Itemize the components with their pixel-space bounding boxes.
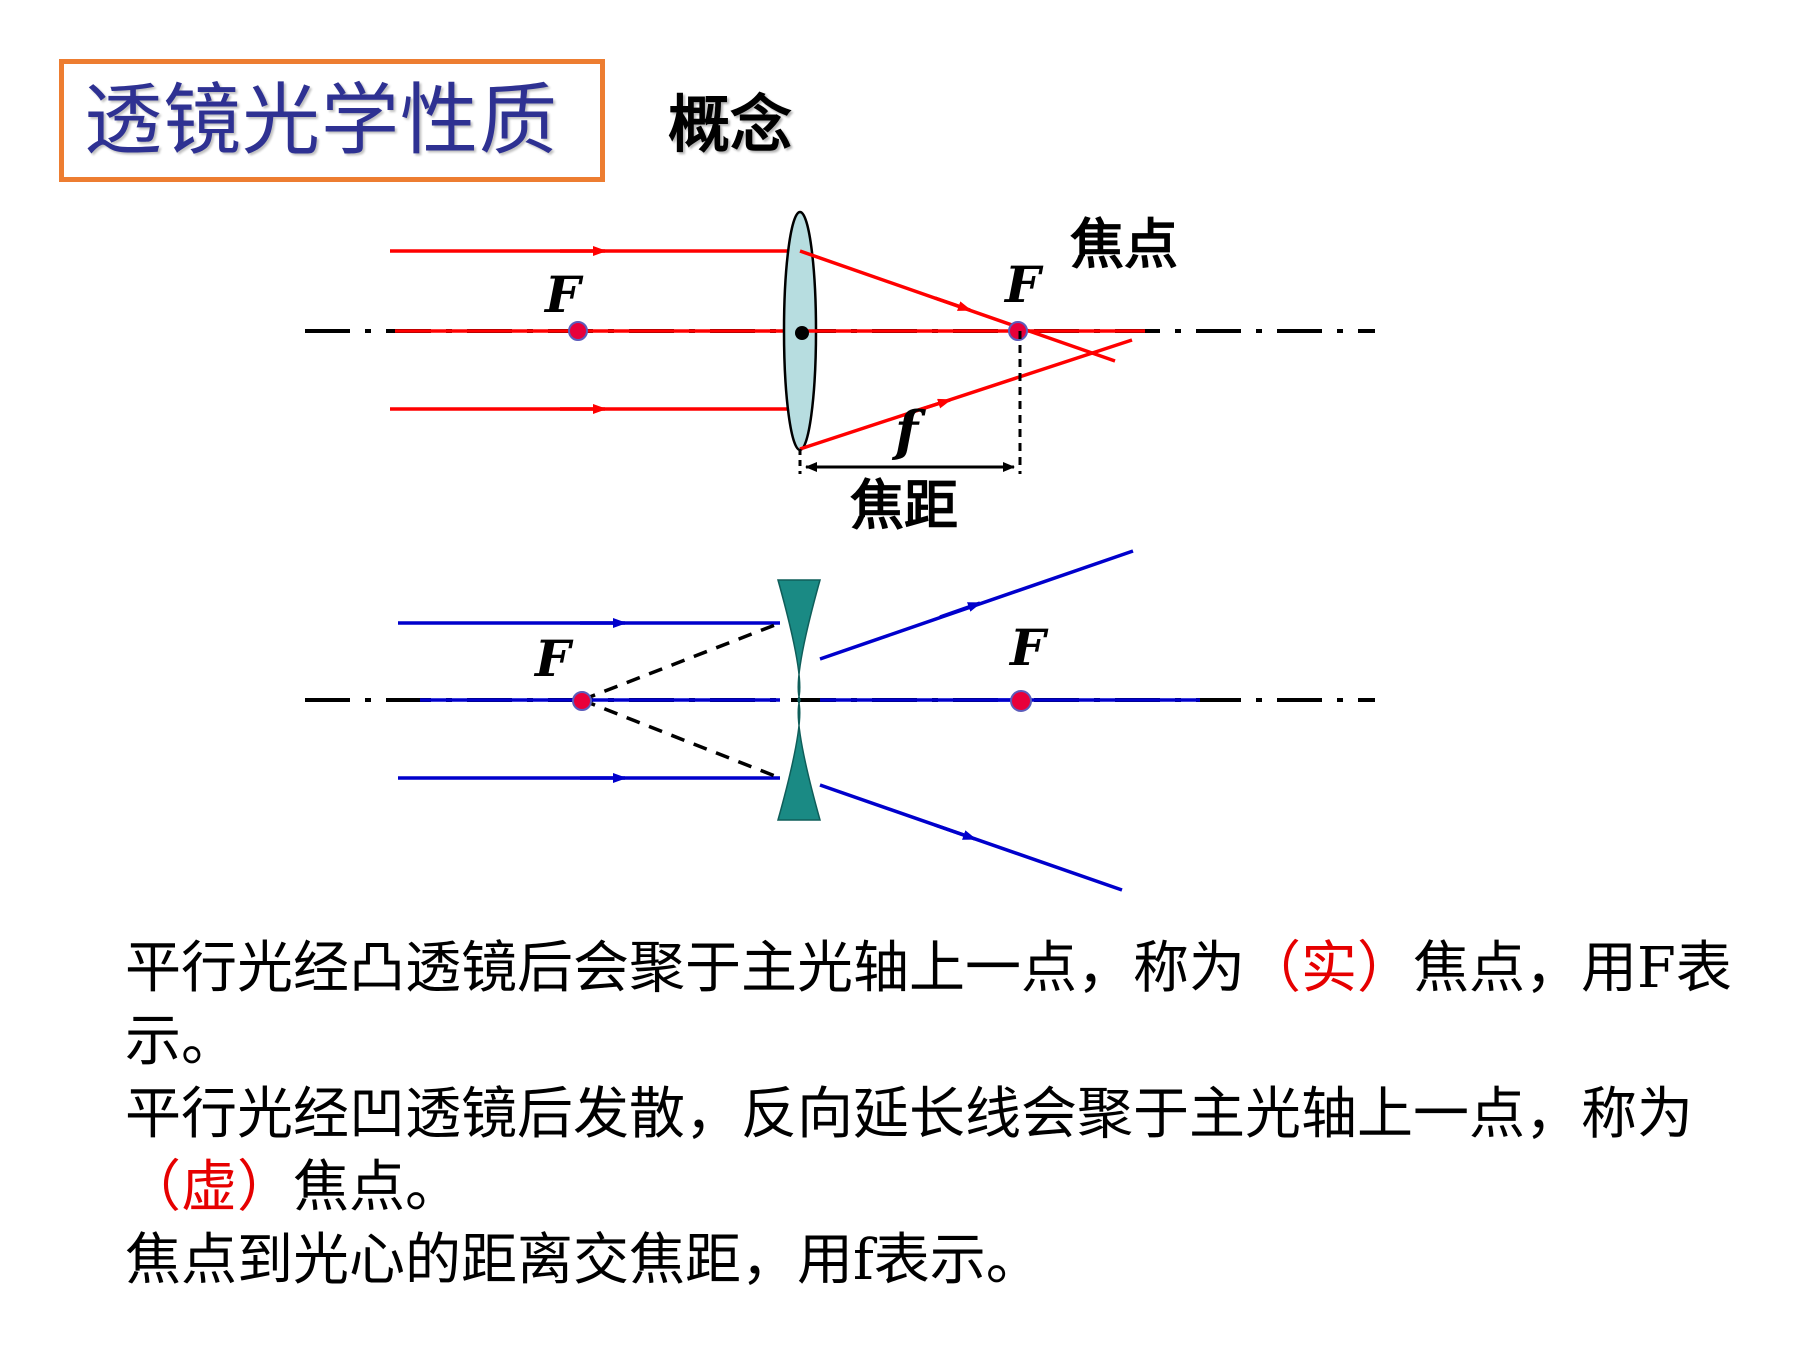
focal-length-label: 焦距 xyxy=(850,474,958,537)
concave-arrow-div-top xyxy=(939,601,982,619)
convex-refracted-ray-bottom xyxy=(799,338,1133,451)
real-focus-highlight: （实） xyxy=(1245,936,1413,1001)
convex-arrow-refracted-top xyxy=(934,296,972,312)
convex-optical-center xyxy=(795,326,809,340)
convex-lens-diagram: F F 焦点 f 焦距 xyxy=(305,210,1375,537)
concave-focus-right xyxy=(1010,690,1032,712)
page-title: 透镜光学性质 xyxy=(84,76,559,166)
concave-focus-left xyxy=(572,691,592,711)
concave-lens-diagram: F F xyxy=(305,549,1375,892)
section-subtitle: 概念 xyxy=(668,88,793,161)
virtual-focus-highlight: （虚） xyxy=(125,1155,293,1220)
convex-focus-right xyxy=(1008,321,1028,341)
concave-explanation-end: 焦点。 xyxy=(293,1155,461,1220)
concave-explanation-start: 平行光经凹透镜后发散，反向延长线会聚于主光轴上一点，称为 xyxy=(125,1082,1693,1147)
convex-arrow-refracted-bottom xyxy=(914,398,952,413)
explanation-text: 平行光经凸透镜后会聚于主光轴上一点，称为（实）焦点，用F表示。 平行光经凹透镜后… xyxy=(125,932,1765,1297)
convex-focus-left xyxy=(568,321,588,341)
virtual-extension-bottom xyxy=(581,698,781,780)
convex-focus-left-label: F xyxy=(543,265,584,324)
concave-focus-left-label: F xyxy=(533,629,574,688)
concave-explanation: 平行光经凹透镜后发散，反向延长线会聚于主光轴上一点，称为 （虚）焦点。 xyxy=(125,1078,1765,1224)
focal-point-label: 焦点 xyxy=(1070,213,1178,276)
convex-explanation-end: 焦点，用F表示。 xyxy=(125,936,1732,1074)
title-box: 透镜光学性质 xyxy=(59,59,605,182)
convex-explanation: 平行光经凸透镜后会聚于主光轴上一点，称为（实）焦点，用F表示。 xyxy=(125,932,1765,1078)
virtual-extension-top xyxy=(581,621,781,702)
convex-focus-right-label: F xyxy=(1003,255,1044,314)
concave-lens xyxy=(777,579,821,821)
convex-explanation-start: 平行光经凸透镜后会聚于主光轴上一点，称为 xyxy=(125,936,1245,1001)
concave-focus-right-label: F xyxy=(1008,618,1049,677)
focal-length-explanation: 焦点到光心的距离交焦距，用f表示。 xyxy=(125,1228,1042,1293)
concave-arrow-div-bottom xyxy=(934,823,977,841)
